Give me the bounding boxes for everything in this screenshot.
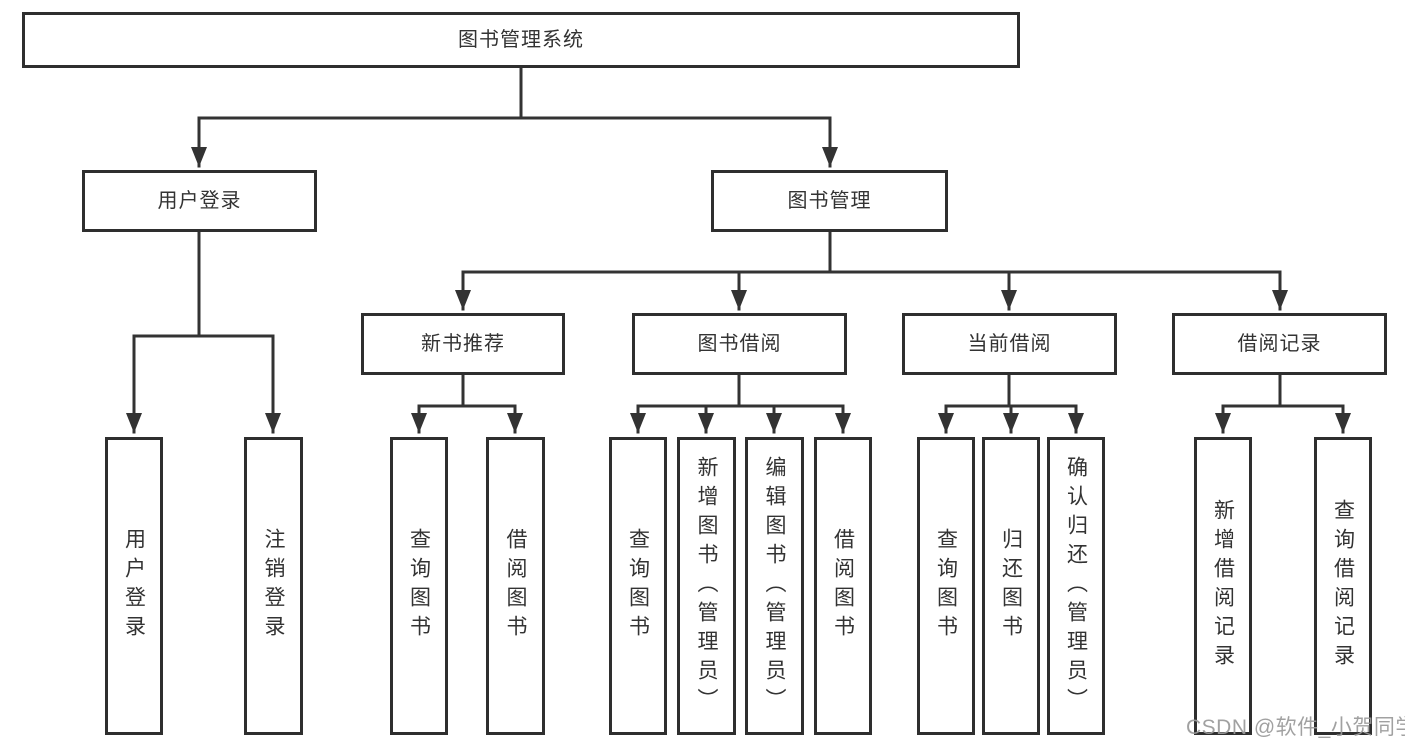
node-user-login: 用户登录: [82, 170, 317, 232]
node-leaf-logout: 注销登录: [244, 437, 303, 735]
node-leaf-borrow-books: 借阅图书: [814, 437, 872, 735]
node-book-management-system: 图书管理系统: [22, 12, 1020, 68]
node-book-management: 图书管理: [711, 170, 948, 232]
node-leaf-edit-books-admin: 编辑图书（管理员）: [745, 437, 804, 735]
node-book-borrowing: 图书借阅: [632, 313, 847, 375]
node-leaf-return-books: 归还图书: [982, 437, 1040, 735]
node-leaf-confirm-return-admin: 确认归还（管理员）: [1047, 437, 1105, 735]
node-leaf-query-books-recommend: 查询图书: [390, 437, 448, 735]
node-leaf-query-borrow-record: 查询借阅记录: [1314, 437, 1372, 735]
node-leaf-user-login: 用户登录: [105, 437, 163, 735]
node-borrowing-records: 借阅记录: [1172, 313, 1387, 375]
node-leaf-add-borrow-record: 新增借阅记录: [1194, 437, 1252, 735]
node-leaf-query-books-borrowing: 查询图书: [609, 437, 667, 735]
node-leaf-add-books-admin: 新增图书（管理员）: [677, 437, 736, 735]
node-current-borrowing: 当前借阅: [902, 313, 1117, 375]
node-leaf-query-books-current: 查询图书: [917, 437, 975, 735]
watermark-text: CSDN @软件_小贺同学: [1186, 716, 1405, 739]
node-leaf-borrow-books-recommend: 借阅图书: [486, 437, 545, 735]
node-new-book-recommend: 新书推荐: [361, 313, 565, 375]
